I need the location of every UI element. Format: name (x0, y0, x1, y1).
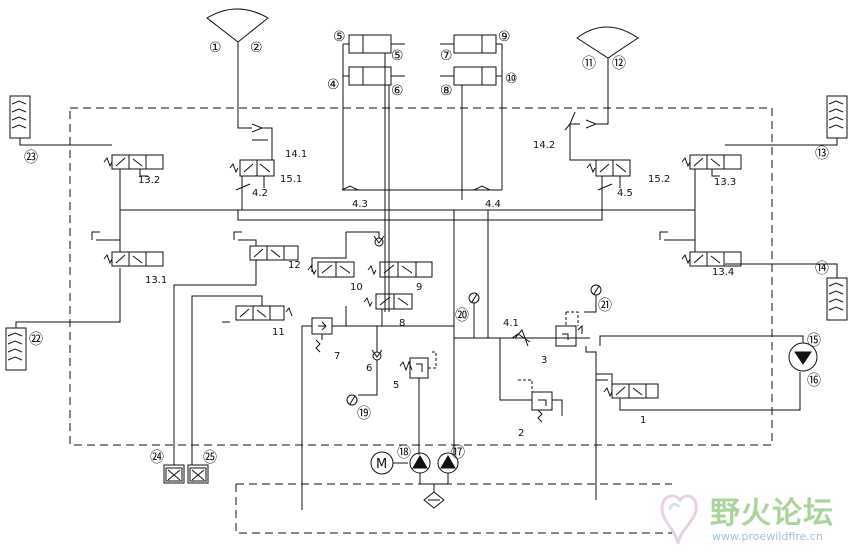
gauge-19 (346, 394, 358, 406)
desig-4-1: 4.1 (503, 318, 519, 329)
valve-2 (499, 338, 563, 423)
valve-13-4 (659, 210, 742, 267)
relief-valve-3 (555, 311, 608, 381)
accumulator-13 (725, 95, 848, 146)
valve-7 (301, 306, 347, 510)
check-valve-center (311, 231, 385, 272)
label-9: ⑨ (498, 29, 511, 45)
desig-4-2: 4.2 (252, 188, 268, 199)
valve-1 (595, 372, 801, 500)
desig-motor: M (376, 457, 387, 472)
valve-15-2 (564, 102, 631, 210)
desig-9: 9 (416, 282, 422, 293)
relief-valve-5 (399, 351, 437, 455)
desig-13-3: 13.3 (714, 177, 736, 188)
tank-return-loop (235, 483, 672, 534)
desig-2: 2 (518, 428, 524, 439)
valve-9 (367, 261, 433, 278)
label-10: ⑩ (505, 71, 518, 87)
gauge-21 (584, 284, 602, 313)
desig-15-1: 15.1 (280, 174, 302, 185)
desig-4-4: 4.4 (485, 199, 501, 210)
accumulator-22 (5, 268, 121, 371)
label-8: ⑧ (440, 83, 453, 99)
tank-25 (187, 464, 209, 484)
desig-14-1: 14.1 (285, 149, 307, 160)
desig-6: 6 (366, 363, 372, 374)
desig-10: 10 (350, 282, 363, 293)
accumulator-23 (9, 95, 112, 146)
label-18: ⑱ (397, 445, 411, 461)
valve-10 (307, 261, 355, 278)
label-13: ⑬ (815, 146, 829, 162)
watermark-title: 野火论坛 (710, 496, 834, 531)
valve-15-1 (229, 102, 275, 210)
label-21: ㉑ (598, 298, 612, 314)
valve-13-1 (91, 210, 164, 267)
valve-13-2 (103, 154, 164, 210)
gauge-20 (468, 292, 480, 338)
watermark: 野火论坛 www.proewildfire.cn (652, 484, 857, 550)
desig-7: 7 (334, 351, 340, 362)
watermark-url: www.proewildfire.cn (712, 530, 823, 543)
desig-4-5: 4.5 (617, 188, 633, 199)
tank-24 (163, 464, 185, 484)
label-15: ⑮ (807, 333, 821, 349)
valve-13-3 (681, 154, 742, 210)
hand-pump (599, 335, 818, 372)
label-5b: ⑤ (391, 48, 404, 64)
desig-13-2: 13.2 (138, 175, 160, 186)
pressure-gauge-left (206, 8, 269, 102)
valve-8 (346, 293, 454, 327)
forum-logo-icon (660, 494, 698, 545)
label-17: ⑰ (451, 445, 465, 461)
label-1: ① (209, 40, 222, 56)
desig-1: 1 (640, 415, 646, 426)
label-4: ④ (327, 77, 340, 93)
desig-14-2: 14.2 (533, 140, 555, 151)
motor (370, 451, 408, 475)
desig-15-2: 15.2 (648, 174, 670, 185)
desig-8: 8 (399, 318, 405, 329)
label-6: ⑥ (391, 83, 404, 99)
desig-12: 12 (288, 260, 301, 271)
valve-11 (191, 295, 293, 465)
accumulator-14 (725, 263, 848, 321)
desig-3: 3 (541, 355, 547, 366)
label-19: ⑲ (357, 406, 371, 422)
label-7: ⑦ (440, 48, 453, 64)
label-23: ㉓ (24, 150, 38, 166)
label-20: ⑳ (455, 308, 469, 324)
desig-11: 11 (272, 327, 285, 338)
label-14: ⑭ (815, 261, 829, 277)
pump-17 (437, 452, 459, 484)
desig-13-1: 13.1 (145, 275, 167, 286)
label-25: ㉕ (203, 450, 217, 466)
label-2: ② (250, 40, 263, 56)
valve-12 (173, 231, 299, 465)
label-24: ㉔ (150, 450, 164, 466)
desig-4-3: 4.3 (352, 199, 368, 210)
label-16: ⑯ (807, 373, 821, 389)
label-5a: ⑤ (333, 29, 346, 45)
label-22: ㉒ (29, 332, 43, 348)
label-12: ⑫ (612, 56, 626, 72)
desig-13-4: 13.4 (712, 267, 734, 278)
pump-18 (409, 452, 448, 509)
valve-block-boundary (69, 107, 773, 446)
label-11: ⑪ (582, 56, 596, 72)
check-valve-6 (358, 326, 383, 396)
desig-5: 5 (393, 380, 399, 391)
pressure-gauge-right (576, 26, 639, 102)
